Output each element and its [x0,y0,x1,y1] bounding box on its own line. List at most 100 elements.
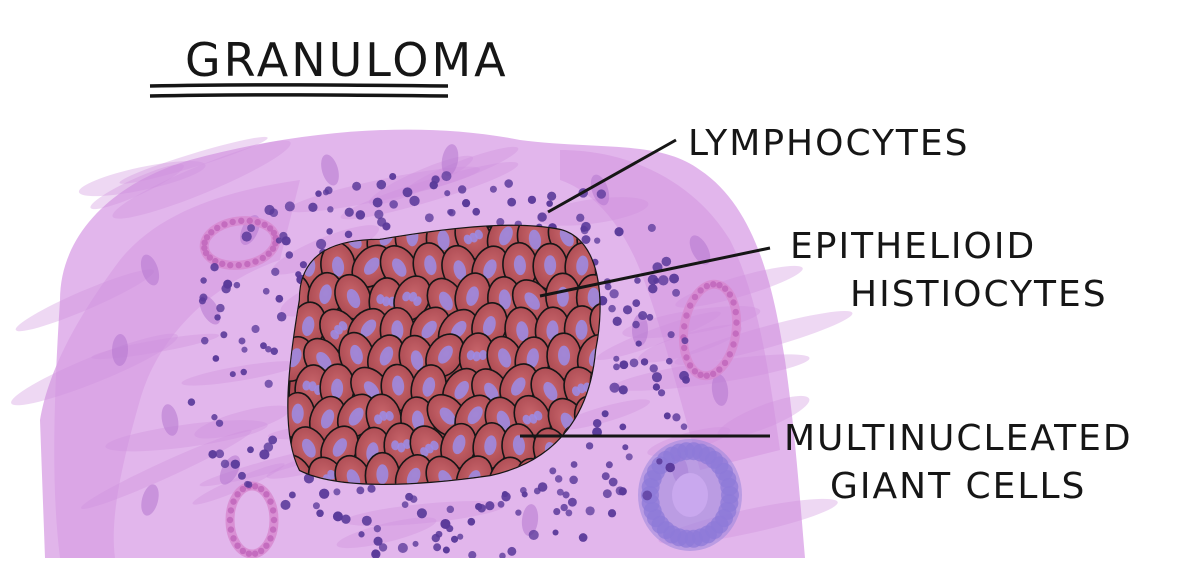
lymphocyte [457,185,467,194]
lymphocyte [680,423,688,430]
vessel-cell [201,244,208,252]
histiocyte-nucleus [467,406,483,425]
lymphocyte [472,207,481,216]
histiocyte-nucleus [402,291,411,302]
lymphocyte [549,467,557,475]
leader-lymphocytes [547,138,677,214]
histiocyte [394,454,433,484]
lymphocyte [618,385,628,395]
vessel-cell [721,359,729,367]
lymphocyte [560,503,568,512]
lymphocyte [315,238,327,250]
vessel-cell [227,526,235,533]
gland-structure [638,439,742,551]
label-lymphocytes: LYMPHOCYTES [688,123,970,164]
vessel-cell [201,239,208,246]
histiocyte-nucleus [327,469,336,480]
lymphocyte [667,331,675,339]
vessel-cell [263,542,270,549]
title-group: GRANULOMA [149,33,506,98]
lymphocyte [373,536,383,546]
lymphocyte [609,289,619,299]
histiocyte-nucleus [437,230,450,251]
vessel [199,216,281,270]
histiocyte-nucleus [454,380,469,400]
lymphocyte [450,535,459,543]
tissue-fiber [105,420,268,452]
vessel-cell [730,299,737,306]
lymphocyte [642,490,653,501]
lymphocyte [373,525,382,533]
lymphocyte [247,224,255,232]
lymphocyte [259,449,270,460]
lymphocyte [367,484,376,493]
lymphocyte [467,517,476,526]
lymphocyte [229,371,236,378]
tissue-nucleus [161,404,179,436]
gland-lumen [672,473,708,517]
histiocyte-nucleus [338,321,348,331]
lymphocyte [646,313,654,321]
histiocyte-nucleus [533,410,543,421]
lymphocyte [665,462,675,473]
tissue-fiber [596,311,721,360]
vessel-cell [221,221,228,228]
lymphocyte [265,345,272,353]
histiocyte-nucleus [483,259,497,279]
lymphocyte [569,475,578,485]
lymphocyte [281,236,291,246]
histiocyte-nucleus [320,409,335,429]
lymphocyte [251,324,260,334]
lymphocyte [515,509,522,516]
vessel-cell [246,217,253,225]
lymphocyte [284,201,295,212]
histiocyte-nucleus [376,464,389,484]
lymphocyte [247,446,254,454]
vessel-cell [730,341,737,348]
histiocyte-nucleus [422,377,436,397]
tissue-fiber [336,517,437,549]
vessel-cell [239,485,247,493]
histiocyte-nucleus [332,256,345,277]
lymphocyte [262,287,270,295]
label-epithelioid-line2: HISTIOCYTES [850,274,1108,315]
vessel-cell [257,485,265,493]
vessel-cell [227,261,234,269]
histiocyte-nucleus [453,260,467,280]
lymphocyte [570,461,578,468]
lymphocyte [497,500,505,508]
lymphocyte [244,480,251,488]
lymphocyte [446,505,455,514]
leader-lines [520,138,771,438]
lymphocyte [327,206,334,213]
lymphocyte [602,489,612,499]
vessel-cell [229,218,236,226]
vessel-cell [235,262,242,269]
lymphocyte [344,207,354,217]
tissue-fiber [90,164,184,210]
lymphocyte [629,358,639,368]
histiocyte-nucleus [403,439,412,450]
tissue-fiber [192,463,285,505]
histiocyte-nucleus [385,411,394,421]
lymphocyte [268,435,278,445]
lymphocyte [319,488,330,499]
histiocyte-nucleus [332,438,347,457]
lymphocyte [546,200,553,207]
vessel-cell [716,366,723,373]
vessel-cell [254,219,261,226]
vessel-cell [206,254,214,261]
lymphocyte [622,305,633,315]
tissue-fiber [674,311,853,365]
lymphocyte [200,277,207,284]
lymphocyte [198,297,206,305]
tissue-fiber [112,140,291,219]
lymphocyte [614,227,624,237]
vessel-cell [245,550,253,557]
lymphocyte [613,363,620,371]
lymphocyte [681,337,689,345]
lymphocyte [315,190,322,197]
histiocyte-nucleus [406,467,421,484]
lymphocyte [216,303,225,313]
vessel-cell [686,362,694,369]
